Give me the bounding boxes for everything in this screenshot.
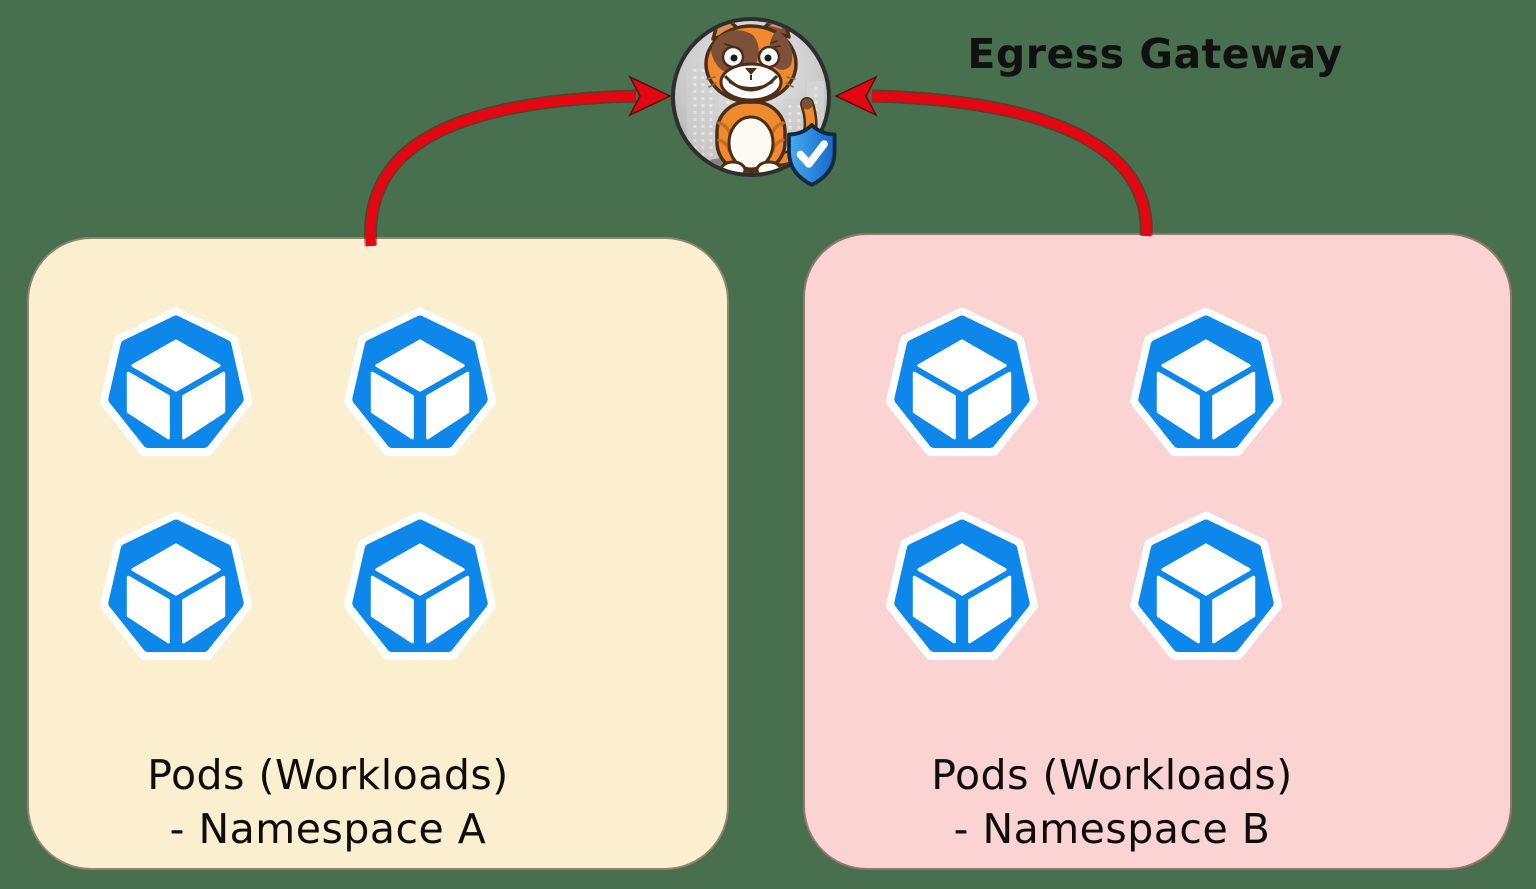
namespace-a-label: Pods (Workloads) - Namespace A <box>28 748 628 856</box>
namespace-b-label: Pods (Workloads) - Namespace B <box>812 748 1412 856</box>
kubernetes-pod-icon <box>885 508 1039 668</box>
arrow-namespace-b-to-gateway <box>834 75 1153 237</box>
kubernetes-pod-icon <box>1129 304 1283 464</box>
kubernetes-pod-icon <box>343 304 497 464</box>
kubernetes-pod-icon <box>885 304 1039 464</box>
kubernetes-pod-icon <box>343 508 497 668</box>
namespace-a-label-line2: - Namespace A <box>169 805 487 854</box>
kubernetes-pod-icon <box>1129 508 1283 668</box>
egress-gateway-title: Egress Gateway <box>967 30 1343 78</box>
namespace-b-label-line2: - Namespace B <box>953 805 1271 854</box>
cat-mascot-gateway-icon <box>671 17 837 187</box>
namespace-a-label-line1: Pods (Workloads) <box>147 751 509 799</box>
kubernetes-pod-icon <box>99 304 253 464</box>
shield-check-icon <box>787 123 837 187</box>
kubernetes-pod-icon <box>99 508 253 668</box>
namespace-b-label-line1: Pods (Workloads) <box>931 751 1293 799</box>
arrow-namespace-a-to-gateway <box>364 75 672 247</box>
